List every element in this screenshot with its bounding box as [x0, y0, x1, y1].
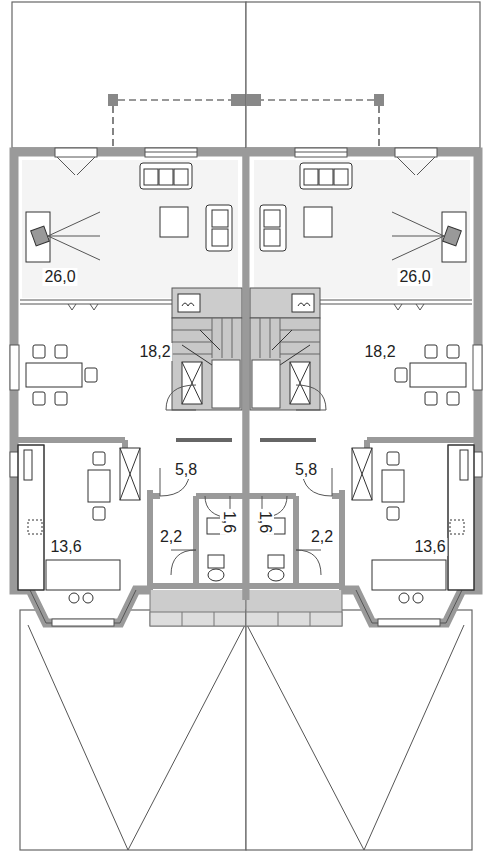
room-area: 1,6 — [256, 509, 274, 535]
room-area: 13,6 — [412, 538, 447, 556]
room-area: 13,6 — [48, 538, 83, 556]
room-area: 26,0 — [42, 268, 77, 286]
room-area: 5,8 — [293, 461, 319, 479]
room-area: 26,0 — [397, 268, 432, 286]
room-area: 5,8 — [173, 461, 199, 479]
room-area: 2,2 — [158, 528, 184, 546]
room-area: 1,6 — [220, 509, 238, 535]
room-area: 18,2 — [362, 343, 397, 361]
room-area: 2,2 — [309, 528, 335, 546]
room-area: 18,2 — [137, 343, 172, 361]
